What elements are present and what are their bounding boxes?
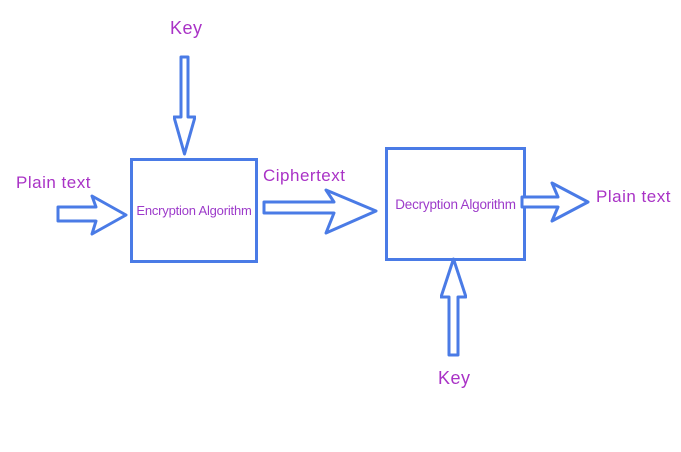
encryption-algorithm-box: Encryption Algorithm <box>130 158 258 263</box>
key-up-arrow-icon <box>440 257 467 357</box>
key-top-label: Key <box>170 18 203 38</box>
encryption-algorithm-label: Encryption Algorithm <box>136 203 252 218</box>
plain-text-right-arrow-icon <box>56 194 128 236</box>
output-right-arrow-icon <box>520 181 590 223</box>
decryption-algorithm-box: Decryption Algorithm <box>385 147 526 261</box>
decryption-algorithm-label: Decryption Algorithm <box>395 196 516 212</box>
plain-text-right-label: Plain text <box>596 187 671 206</box>
ciphertext-label: Ciphertext <box>263 166 346 185</box>
key-down-arrow-icon <box>173 55 196 156</box>
ciphertext-right-arrow-icon <box>262 188 378 235</box>
key-bottom-label: Key <box>438 368 471 388</box>
plain-text-left-label: Plain text <box>16 173 91 192</box>
